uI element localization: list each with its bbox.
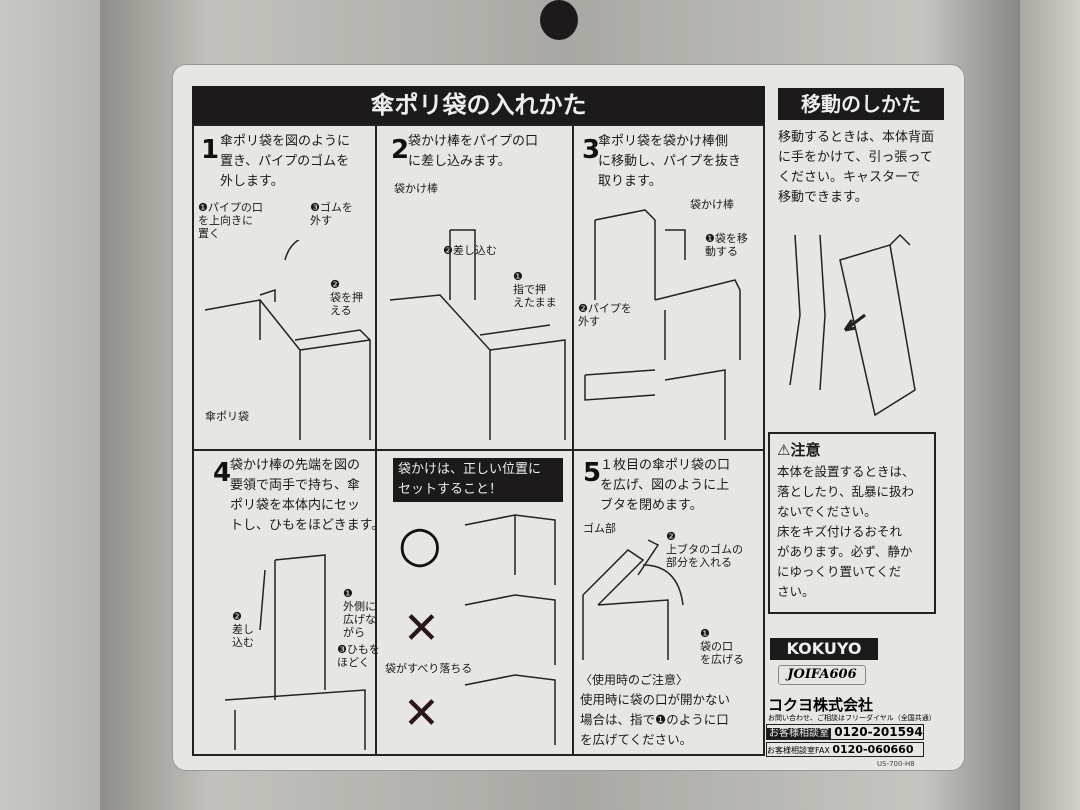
note: ❷差し込む [443,244,497,257]
note: 袋かけ棒 [394,182,438,195]
step-text: 袋かけ棒の先端を図の要領で両手で持ち、傘ポリ袋を本体内にセットし、ひもをほどきま… [230,458,385,533]
step-number: 3 [582,135,601,165]
step-text: １枚目の傘ポリ袋の口を広げ、図のように上ブタを閉めます。 [600,458,731,513]
step-text: 傘ポリ袋を図のように置き、パイプのゴムを外します。 [220,134,351,189]
note: ❶袋を移動する [705,232,748,258]
note: ❸ひもをほどく [337,643,380,669]
step-text: 傘ポリ袋を袋かけ棒側に移動し、パイプを抜き取ります。 [598,134,742,189]
divider [572,124,574,756]
main-title: 傘ポリ袋の入れかた [192,86,765,124]
illustration-move [789,233,916,417]
tel-row: お客様相談室 0120-201594 [766,724,924,740]
instruction-grid [192,124,765,756]
wrong-mark: ✕ [403,603,440,654]
note: 袋かけ棒 [690,198,734,211]
joifa-badge: JOIFA606 [778,665,866,685]
illustration-step5 [582,539,684,660]
step-number: 2 [391,135,410,165]
caution-text: 本体を設置するときは、落としたり、乱暴に扱わないでください。床をキズ付けるおそれ… [777,464,915,599]
illustration-step2 [389,229,566,440]
note: ゴム部 [583,522,616,535]
wall-left [0,0,110,810]
note: 傘ポリ袋 [205,410,249,423]
illustration-step4 [224,554,366,750]
company-name: コクヨ株式会社 [768,696,874,714]
wrong-mark: ✕ [403,688,440,739]
illustration-position [464,514,556,745]
move-title: 移動のしかた [778,88,944,120]
usage-text: 使用時に袋の口が開かない場合は、指で❶のように口を広げてください。 [580,692,731,747]
step-number: 1 [201,135,220,165]
step-number: 4 [213,458,232,488]
correct-mark: ○ [398,515,442,573]
step-number: 5 [583,458,602,488]
kokuyo-logo: KOKUYO [770,638,878,660]
divider [375,124,377,756]
usage-title: 〈使用時のご注意〉 [580,673,689,687]
fax-row: お客様相談室FAX 0120-060660 [766,742,924,757]
illustration-step3 [584,209,741,440]
move-text: 移動するときは、本体背面に手をかけて、引っ張ってください。キャスターで移動できま… [778,130,935,205]
note: ❶パイプの口を上向きに置く [198,201,263,240]
inquiry-note: お問い合わせ、ご相談はフリーダイヤル（全国共通） [768,714,936,722]
divider [192,449,765,451]
note: ❸ゴムを外す [310,201,353,227]
note: ❷パイプを外す [578,302,632,328]
wall-right [1020,0,1080,810]
caution-box [768,432,936,614]
illustration-step1 [204,240,371,440]
step-text: 袋かけ棒をパイプの口に差し込みます。 [408,134,539,169]
caution-title: ⚠注意 [777,441,821,459]
position-banner: 袋かけは、正しい位置にセットすること！ [393,458,563,502]
model-code: US-700-H8 [877,760,915,768]
knob [540,0,578,40]
slip-note: 袋がすべり落ちる [385,662,473,675]
